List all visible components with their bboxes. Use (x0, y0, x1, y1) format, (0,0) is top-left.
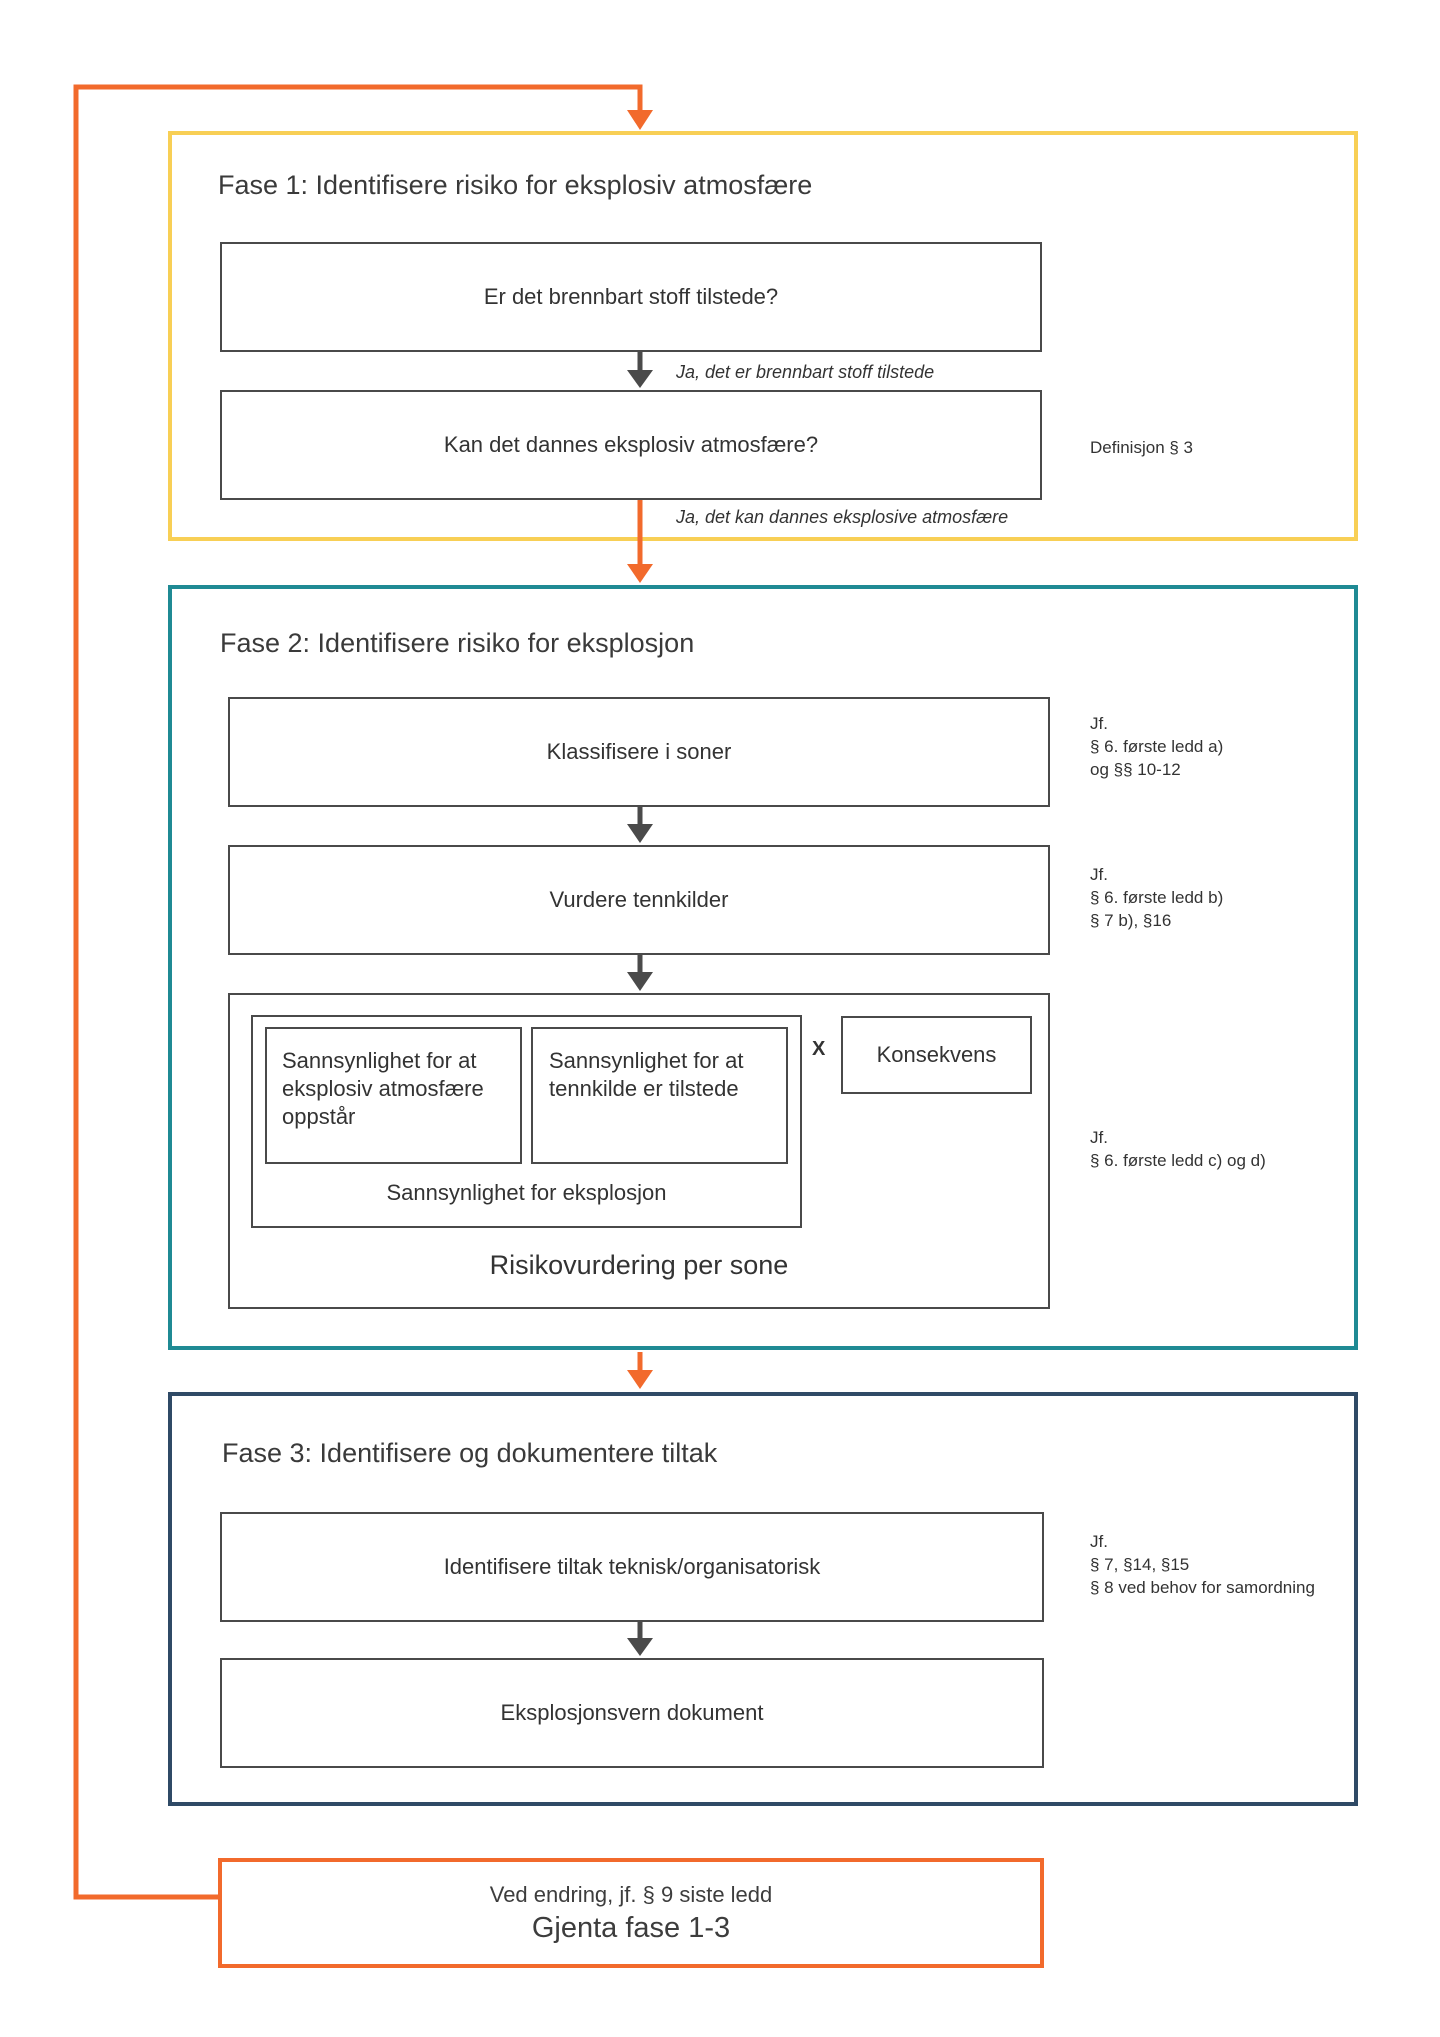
arrow-ignition-to-risk (627, 955, 653, 991)
phase2-classify-zones: Klassifisere i soner (228, 697, 1050, 807)
phase2-probability-ignition-text: Sannsynlighet for at tennkilde er tilste… (549, 1048, 744, 1101)
phase2-probability-atmosphere-text: Sannsynlighet for at eksplosiv atmosfære… (282, 1048, 484, 1129)
phase2-times-symbol: X (812, 1038, 826, 1060)
phase1-title: Fase 1: Identifisere risiko for eksplosi… (218, 170, 813, 200)
arrow-classify-to-ignition (627, 807, 653, 843)
phase2-risk-per-zone-label: Risikovurdering per sone (489, 1250, 789, 1280)
phase1-container (168, 131, 1358, 541)
phase2-ignition-note: Jf. § 6. første ledd b) § 7 b), §16 (1090, 865, 1224, 930)
phase2-probability-explosion-label: Sannsynlighet for eksplosjon (386, 1180, 667, 1205)
phase2-classify-note: Jf. § 6. første ledd a) og §§ 10-12 (1090, 714, 1224, 779)
phase3-title: Fase 3: Identifisere og dokumentere tilt… (222, 1438, 718, 1468)
phase1-question-explosive-atmosphere: Kan det dannes eksplosiv atmosfære? (220, 390, 1042, 500)
arrow-phase1-to-phase2 (627, 500, 653, 583)
phase1-definition-note: Definisjon § 3 (1090, 438, 1194, 457)
repeat-phases-box: Ved endring, jf. § 9 siste ledd Gjenta f… (218, 1858, 1044, 1968)
phase1-question-flammable: Er det brennbart stoff tilstede? (220, 242, 1042, 352)
repeat-action-text: Gjenta fase 1-3 (531, 1912, 731, 1944)
phase2-risk-assessment-box (228, 993, 1050, 1309)
phase2-title: Fase 2: Identifisere risiko for eksplosj… (220, 628, 695, 658)
arrow-phase2-to-phase3 (627, 1352, 653, 1389)
phase2-container (168, 585, 1358, 1350)
phase3-container (168, 1392, 1358, 1806)
phase3-identify-measures: Identifisere tiltak teknisk/organisatori… (220, 1512, 1044, 1622)
phase2-ignition-sources: Vurdere tennkilder (228, 845, 1050, 955)
phase2-consequence-box: Konsekvens (841, 1016, 1032, 1094)
arrow-measures-to-document (627, 1622, 653, 1656)
phase2-probability-atmosphere-box (265, 1027, 522, 1164)
phase3-measures-note: Jf. § 7, §14, §15 § 8 ved behov for samo… (1090, 1532, 1315, 1597)
phase1-answer-explosive: Ja, det kan dannes eksplosive atmosfære (676, 507, 1009, 527)
repeat-condition-text: Ved endring, jf. § 9 siste ledd (489, 1882, 773, 1907)
phase1-answer-flammable: Ja, det er brennbart stoff tilstede (676, 362, 935, 382)
phase2-probability-explosion-box (251, 1015, 802, 1228)
phase2-risk-note: Jf. § 6. første ledd c) og d) (1090, 1128, 1266, 1170)
phase2-probability-ignition-box (531, 1027, 788, 1164)
phase3-explosion-protection-document: Eksplosjonsvern dokument (220, 1658, 1044, 1768)
arrow-q1-to-q2 (627, 352, 653, 388)
